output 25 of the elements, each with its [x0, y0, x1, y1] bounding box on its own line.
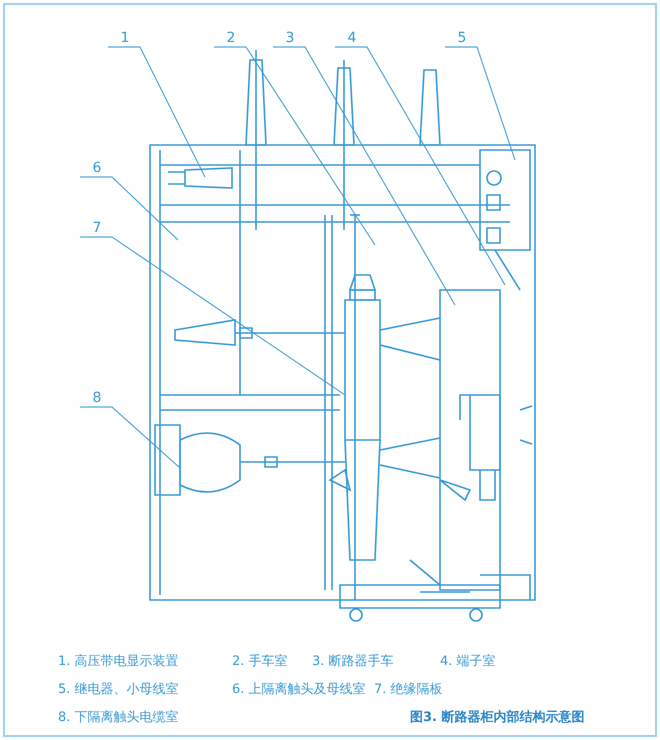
legend-text: 2. 手车室	[232, 653, 288, 670]
leader-line	[444, 46, 516, 160]
leader-line	[334, 46, 506, 286]
legend-text: 6. 上隔离触头及母线室	[232, 681, 366, 698]
callout-number: 8	[90, 390, 104, 406]
legend-text: 3. 断路器手车	[312, 653, 394, 670]
callout-number: 7	[90, 220, 104, 236]
figure-caption: 图3. 断路器柜内部结构示意图	[410, 708, 585, 726]
leader-line	[80, 406, 180, 468]
leader-line	[80, 236, 346, 396]
legend-text: 1. 高压带电显示装置	[58, 653, 179, 670]
callout-number: 3	[283, 30, 297, 46]
callout-number: 2	[224, 30, 238, 46]
legend-text: 7. 绝缘隔板	[374, 681, 443, 698]
callout-number: 5	[455, 30, 469, 46]
leader-line	[80, 176, 178, 240]
leader-line	[108, 46, 206, 178]
leader-line	[272, 46, 456, 306]
callout-number: 1	[118, 30, 132, 46]
leader-line	[214, 46, 376, 246]
callout-number: 4	[345, 30, 359, 46]
legend-text: 5. 继电器、小母线室	[58, 681, 179, 698]
legend-text: 4. 端子室	[440, 653, 496, 670]
legend-text: 8. 下隔离触头电缆室	[58, 709, 179, 726]
callout-number: 6	[90, 160, 104, 176]
